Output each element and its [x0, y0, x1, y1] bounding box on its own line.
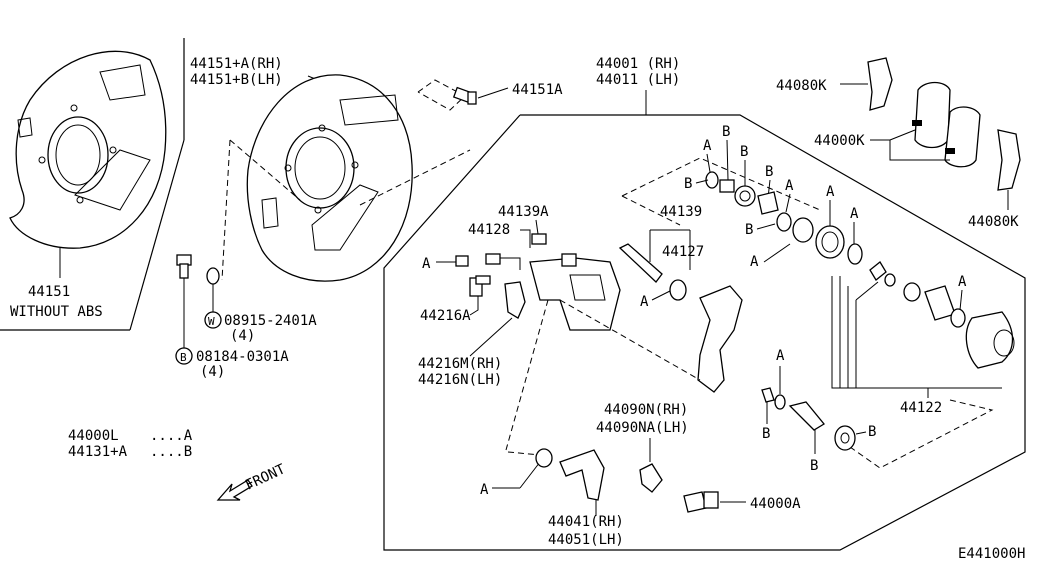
front-arrow: FRONT: [216, 461, 288, 501]
lower-parts: A B B B 44090N(RH) 44090NA(LH) A 44041(R…: [480, 348, 876, 548]
piston-kit-44122: A 44122: [831, 261, 1015, 469]
label-44151a-rh: 44151+A(RH): [190, 56, 283, 72]
legend: 44000L ....A 44131+A ....B: [68, 428, 193, 460]
bolt-symbol: B: [180, 351, 187, 364]
label-44080K-bottom: 44080K: [968, 214, 1019, 230]
legend-a-part: 44000L: [68, 428, 119, 444]
legend-b-part: 44131+A: [68, 444, 128, 460]
ref-b-4: B: [765, 164, 773, 180]
label-44139A: 44139A: [498, 204, 549, 220]
label-44127: 44127: [662, 244, 704, 260]
splash-shield-without-abs: 44151 WITHOUT ABS: [0, 38, 185, 331]
label-44216N: 44216N(LH): [418, 372, 502, 388]
part-44151a-bolt: 44151A: [417, 79, 563, 111]
ref-a-1: A: [703, 138, 712, 154]
ref-a-10: A: [480, 482, 489, 498]
caliper-assembly-box: 44001 (RH) 44011 (LH): [383, 56, 1026, 551]
ref-a-5: A: [750, 254, 759, 270]
ref-a-6: A: [958, 274, 967, 290]
brake-pad-kit: 44080K 44000K 44080K: [776, 57, 1021, 230]
ref-b-7: B: [810, 458, 818, 474]
diagram-code: E441000H: [958, 546, 1025, 562]
ref-a-4: A: [850, 206, 859, 222]
label-washer-qty: (4): [230, 328, 255, 344]
ref-b-6: B: [762, 426, 770, 442]
ref-b-1: B: [684, 176, 692, 192]
label-bolt-part: 08184-0301A: [196, 349, 289, 365]
ref-b-8: B: [868, 424, 876, 440]
label-bolt-qty: (4): [200, 364, 225, 380]
label-44216A: 44216A: [420, 308, 471, 324]
label-44128: 44128: [468, 222, 510, 238]
legend-a-key: ....A: [150, 428, 193, 444]
label-44011-lh: 44011 (LH): [596, 72, 680, 88]
label-44090NA: 44090NA(LH): [596, 420, 689, 436]
label-without-abs: WITHOUT ABS: [10, 304, 103, 320]
seal-kit-upper: A B B B B A B A A A: [621, 124, 863, 270]
label-44000K: 44000K: [814, 133, 865, 149]
splash-shield-with-abs: 44151+A(RH) 44151+B(LH): [190, 56, 471, 282]
front-label: FRONT: [243, 461, 288, 494]
label-44001-rh: 44001 (RH): [596, 56, 680, 72]
caliper-body: 44139A 44128 A 44139 44127 A 44216A 4421…: [418, 204, 743, 456]
label-44080K-top: 44080K: [776, 78, 827, 94]
label-washer-part: 08915-2401A: [224, 313, 317, 329]
ref-a-2: A: [785, 178, 794, 194]
ref-b-5: B: [745, 222, 753, 238]
ref-a-3: A: [826, 184, 835, 200]
ref-a-9: A: [776, 348, 785, 364]
label-44151b-lh: 44151+B(LH): [190, 72, 283, 88]
ref-a-7: A: [422, 256, 431, 272]
label-44051: 44051(LH): [548, 532, 624, 548]
ref-b-2: B: [722, 124, 730, 140]
label-44151: 44151: [28, 284, 70, 300]
part-bolt-and-washer: W 08915-2401A (4) B 08184-0301A (4): [175, 254, 317, 380]
ref-b-3: B: [740, 144, 748, 160]
label-44151A: 44151A: [512, 82, 563, 98]
label-44139: 44139: [660, 204, 702, 220]
label-44122: 44122: [900, 400, 942, 416]
label-44216M: 44216M(RH): [418, 356, 502, 372]
legend-b-key: ....B: [150, 444, 192, 460]
ref-a-8: A: [640, 294, 649, 310]
label-44041: 44041(RH): [548, 514, 624, 530]
label-44000A: 44000A: [750, 496, 801, 512]
washer-symbol: W: [208, 315, 215, 328]
label-44090N: 44090N(RH): [604, 402, 688, 418]
